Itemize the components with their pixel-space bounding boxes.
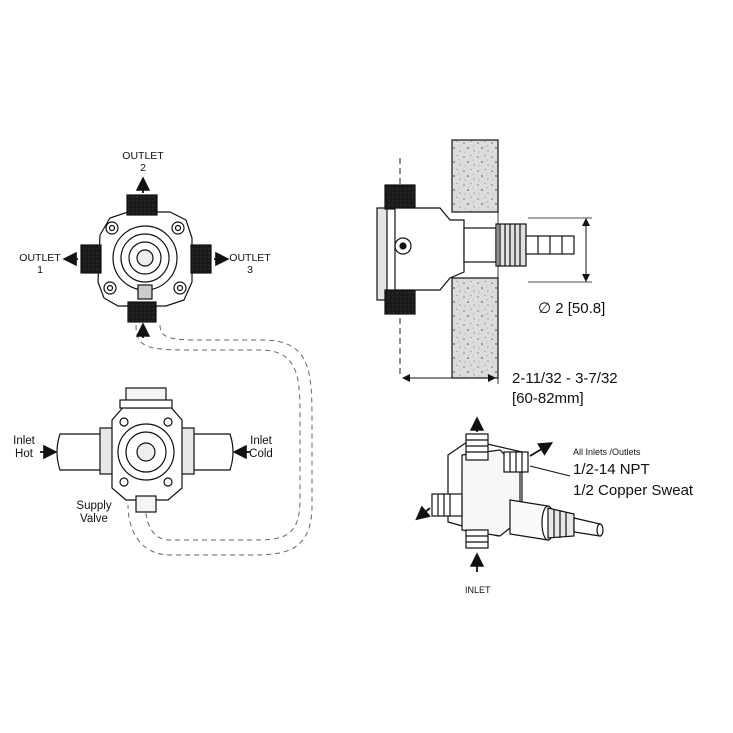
diameter-dimension: ∅ 2 [50.8] xyxy=(538,300,606,317)
inlet-cold-line1: Inlet xyxy=(250,435,272,447)
outlet-2-number: 2 xyxy=(140,162,146,175)
iso-arrows xyxy=(415,416,571,572)
copper-sweat-spec: 1/2 Copper Sweat xyxy=(573,482,694,499)
front-view-valve xyxy=(80,194,313,556)
isometric-valve-view xyxy=(431,433,604,549)
outlet-3-number: 3 xyxy=(247,264,253,277)
supply-valve-line1: Supply xyxy=(76,500,112,512)
inlet-hot-line1: Inlet xyxy=(13,435,35,447)
outlet-1-label: OUTLET 1 xyxy=(15,252,65,276)
outlet-3-text: OUTLET xyxy=(229,252,271,264)
outlet-3-label: OUTLET 3 xyxy=(225,252,275,276)
inlet-hot-line2: Hot xyxy=(15,448,33,461)
inlet-label: INLET xyxy=(465,585,491,595)
all-inlets-outlets-label: All Inlets /Outlets xyxy=(573,447,641,457)
depth-dimension-imperial: 2-11/32 - 3-7/32 xyxy=(512,370,618,387)
depth-dimension-metric: [60-82mm] xyxy=(512,390,584,407)
npt-spec: 1/2-14 NPT xyxy=(573,461,650,478)
outlet-2-label: OUTLET 2 xyxy=(118,150,168,174)
inlet-cold-label: Inlet Cold xyxy=(241,435,281,461)
inlet-hot-label: Inlet Hot xyxy=(6,435,42,461)
outlet-1-text: OUTLET xyxy=(19,252,61,264)
inlet-cold-line2: Cold xyxy=(249,448,273,461)
dashed-pipe-route xyxy=(135,324,301,541)
supply-valve-line2: Valve xyxy=(80,513,108,526)
outlet-arrows xyxy=(62,176,230,338)
side-section-view xyxy=(376,139,592,384)
supply-valve-label: Supply Valve xyxy=(70,500,118,526)
supply-valve-assembly xyxy=(56,387,234,513)
outlet-2-text: OUTLET xyxy=(122,150,164,162)
outlet-1-number: 1 xyxy=(37,264,43,277)
